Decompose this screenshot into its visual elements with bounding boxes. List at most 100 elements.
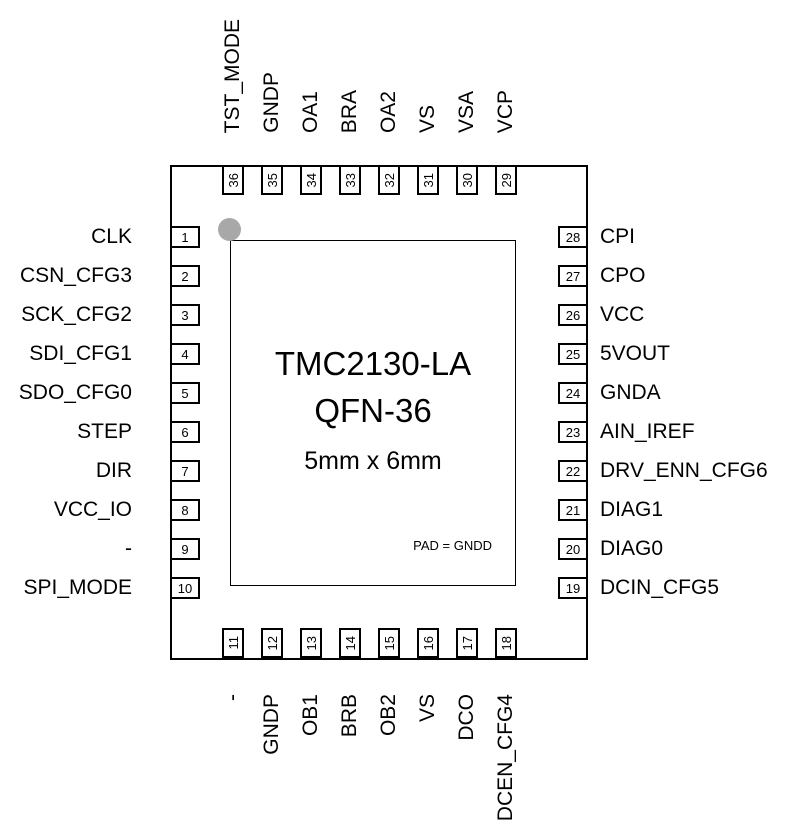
pin-box-4: 4	[170, 343, 200, 365]
pin-number: 34	[303, 172, 319, 188]
chip-dimensions: 5mm x 6mm	[304, 447, 442, 475]
pin-box-16: 16	[417, 628, 439, 658]
pin-label-28: CPI	[600, 224, 798, 250]
pin-number: 35	[264, 172, 280, 188]
pin-label-7: DIR	[0, 458, 132, 484]
pin-box-27: 27	[558, 265, 588, 287]
pin-label-21: DIAG1	[600, 497, 798, 523]
pin-box-20: 20	[558, 538, 588, 560]
pin-box-17: 17	[456, 628, 478, 658]
pin-number: 16	[420, 635, 436, 651]
pin-number: 8	[181, 502, 189, 518]
pin-label-text: GNDA	[600, 381, 661, 404]
pin-number: 10	[177, 580, 193, 596]
pin-number: 9	[181, 541, 189, 557]
pin-number: 26	[565, 307, 581, 323]
pin-label-33: BRA	[337, 0, 363, 133]
pin-label-19: DCIN_CFG5	[600, 575, 798, 601]
pin-box-3: 3	[170, 304, 200, 326]
pin-label-text: CLK	[91, 225, 132, 248]
pin-label-text: VCP	[494, 89, 518, 133]
pin-label-text: OB1	[299, 694, 323, 737]
pin-label-text: VS	[416, 104, 440, 133]
pin-label-13: OB1	[298, 694, 324, 834]
die-outline	[230, 240, 516, 586]
pin-label-34: OA1	[298, 0, 324, 133]
pin-number: 25	[565, 346, 581, 362]
pin-number: 32	[381, 172, 397, 188]
pin-label-31: VS	[415, 0, 441, 133]
pin-number: 17	[459, 635, 475, 651]
pin-label-text: VS	[416, 694, 440, 723]
pin-label-text: AIN_IREF	[600, 420, 695, 443]
pin-box-10: 10	[170, 577, 200, 599]
pin-number: 6	[181, 424, 189, 440]
pin-box-8: 8	[170, 499, 200, 521]
pin-label-23: AIN_IREF	[600, 419, 798, 445]
pin-number: 22	[565, 463, 581, 479]
pin-label-text: BRA	[338, 89, 362, 133]
pin-label-12: GNDP	[259, 694, 285, 834]
pin-number: 30	[459, 172, 475, 188]
pin-label-text: DRV_ENN_CFG6	[600, 459, 768, 482]
pin-label-5: SDO_CFG0	[0, 380, 132, 406]
pin1-marker	[218, 218, 241, 241]
pin-label-text: OA1	[299, 90, 323, 133]
pin-label-text: OA2	[377, 90, 401, 133]
pin-number: 21	[565, 502, 581, 518]
pin-box-18: 18	[495, 628, 517, 658]
pin-label-29: VCP	[493, 0, 519, 133]
pin-label-text: SDI_CFG1	[29, 342, 132, 365]
pin-label-3: SCK_CFG2	[0, 302, 132, 328]
pin-box-34: 34	[300, 165, 322, 195]
pin-label-18: DCEN_CFG4	[493, 694, 519, 834]
pin-box-33: 33	[339, 165, 361, 195]
pin-number: 33	[342, 172, 358, 188]
pin-box-30: 30	[456, 165, 478, 195]
pin-label-text: BRB	[338, 694, 362, 738]
pin-box-26: 26	[558, 304, 588, 326]
pin-number: 18	[498, 635, 514, 651]
pin-label-11: -	[220, 694, 246, 834]
pin-box-24: 24	[558, 382, 588, 404]
pin-label-4: SDI_CFG1	[0, 341, 132, 367]
pin-label-20: DIAG0	[600, 536, 798, 562]
pin-label-text: OB2	[377, 694, 401, 737]
pin-label-text: DCIN_CFG5	[600, 576, 720, 599]
pin-label-text: -	[221, 694, 245, 701]
pin-number: 20	[565, 541, 581, 557]
pin-box-14: 14	[339, 628, 361, 658]
pin-label-text: VSA	[455, 90, 479, 133]
pin-label-36: TST_MODE	[220, 0, 246, 133]
pin-number: 13	[303, 635, 319, 651]
pin-box-15: 15	[378, 628, 400, 658]
pin-label-14: BRB	[337, 694, 363, 834]
pin-number: 28	[565, 229, 581, 245]
pin-box-6: 6	[170, 421, 200, 443]
pin-box-9: 9	[170, 538, 200, 560]
pin-label-25: 5VOUT	[600, 341, 798, 367]
pin-label-15: OB2	[376, 694, 402, 834]
pin-label-text: VCC_IO	[53, 498, 132, 521]
pin-box-32: 32	[378, 165, 400, 195]
pin-label-text: TST_MODE	[221, 18, 245, 133]
pin-label-text: CSN_CFG3	[19, 264, 132, 287]
pin-label-32: OA2	[376, 0, 402, 133]
chip-package-name: QFN-36	[314, 392, 432, 429]
pin-box-1: 1	[170, 226, 200, 248]
pin-label-17: DCO	[454, 694, 480, 834]
pin-label-1: CLK	[0, 224, 132, 250]
pin-label-text: DIR	[95, 459, 132, 482]
pin-label-22: DRV_ENN_CFG6	[600, 458, 798, 484]
pin-label-8: VCC_IO	[0, 497, 132, 523]
pin-label-text: CPO	[600, 264, 646, 287]
chip-title: TMC2130-LA	[274, 345, 472, 382]
pin-label-text: DCO	[455, 694, 479, 741]
pin-label-24: GNDA	[600, 380, 798, 406]
pin-number: 36	[225, 172, 241, 188]
pin-label-text: SDO_CFG0	[18, 381, 132, 404]
pin-box-23: 23	[558, 421, 588, 443]
pad-note: PAD = GNDD	[413, 538, 492, 553]
pin-number: 3	[181, 307, 189, 323]
pin-number: 24	[565, 385, 581, 401]
